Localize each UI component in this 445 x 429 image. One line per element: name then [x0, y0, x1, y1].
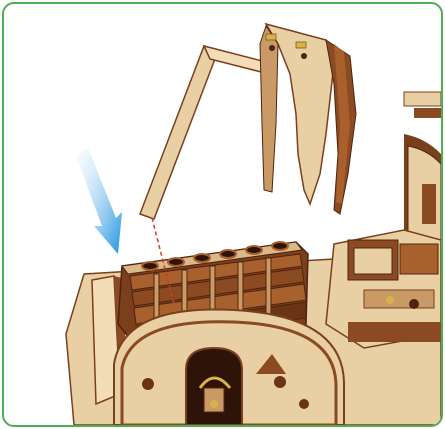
- insertion-direction-arrow: [76, 148, 122, 254]
- front-arch-panel: [114, 309, 344, 425]
- assembly-illustration: [4, 4, 441, 425]
- arch-frame-part: [140, 24, 356, 219]
